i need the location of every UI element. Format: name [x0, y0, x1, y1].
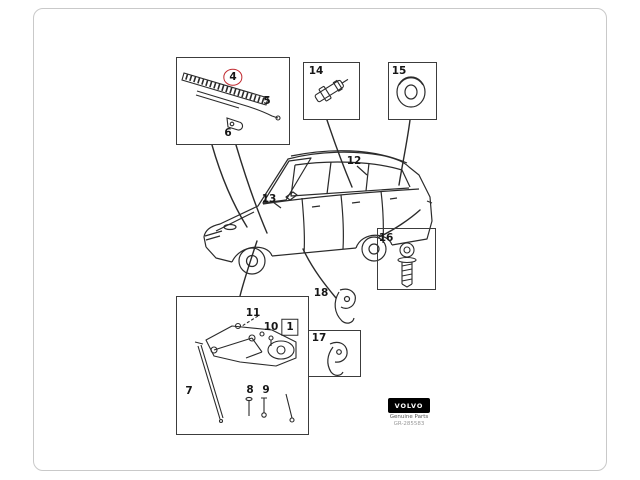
- callout-4: 4: [223, 68, 243, 86]
- volvo-logo: VOLVO: [388, 398, 430, 413]
- callout-17: 17: [311, 331, 327, 344]
- drawing-code: GR-285583: [393, 421, 425, 427]
- callout-7: 7: [185, 384, 193, 397]
- wiper-motor-art: [194, 315, 297, 424]
- leader-lines: [211, 119, 421, 299]
- clip-18-art: [334, 288, 356, 324]
- callout-18: 18: [313, 286, 329, 299]
- callout-5: 5: [263, 94, 271, 107]
- logo-subtitle: Genuine Parts: [389, 414, 429, 420]
- callout-1: 1: [281, 318, 299, 336]
- grommet-art: [396, 76, 426, 108]
- callout-15: 15: [391, 64, 407, 77]
- callout-10: 10: [263, 320, 279, 333]
- car-drawing: [203, 150, 433, 275]
- wiper-blade-art: [181, 72, 281, 131]
- part-box-screw: [377, 228, 436, 290]
- part-box-wiper-motor: [176, 296, 309, 435]
- callout-11: 11: [245, 306, 261, 319]
- callout-12: 12: [346, 154, 362, 167]
- part-box-wiper-blade: [176, 57, 290, 145]
- callout-13: 13: [261, 192, 277, 205]
- hose-connector-art: [314, 78, 349, 103]
- part-box-connector: [303, 62, 360, 120]
- part-box-grommet: [388, 62, 437, 120]
- clip-17-art: [327, 341, 348, 376]
- volvo-logo-text: VOLVO: [394, 402, 424, 410]
- volvo-branding: VOLVO Genuine Parts GR-285583: [388, 398, 430, 427]
- callout-9: 9: [262, 383, 270, 396]
- callout-16: 16: [378, 231, 394, 244]
- callout-6: 6: [224, 126, 232, 139]
- callout-8: 8: [246, 383, 254, 396]
- page-frame: [33, 8, 607, 471]
- screw-art: [397, 242, 417, 288]
- callout-14: 14: [308, 64, 324, 77]
